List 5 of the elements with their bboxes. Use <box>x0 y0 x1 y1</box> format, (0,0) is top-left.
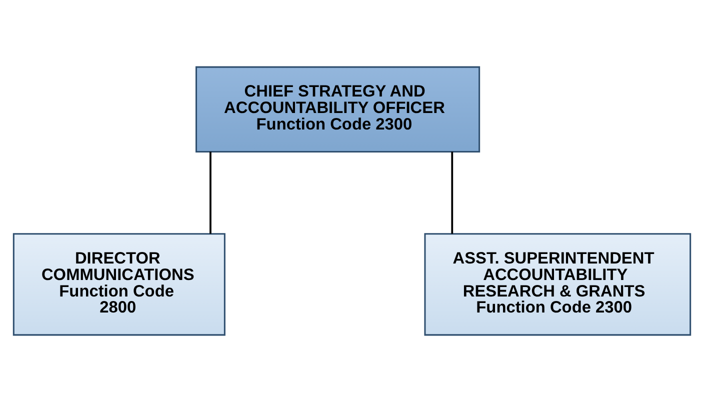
node-box: DIRECTOR COMMUNICATIONS Function Code 2800 <box>12 233 226 336</box>
connector <box>210 152 212 234</box>
node-box: ASST. SUPERINTENDENT ACCOUNTABILITY RESEARCH & GRANTS Function Code 2300 <box>424 233 692 336</box>
node-box: CHIEF STRATEGY AND ACCOUNTABILITY OFFICER Function Code 2300 <box>196 66 480 152</box>
connector <box>451 152 454 234</box>
